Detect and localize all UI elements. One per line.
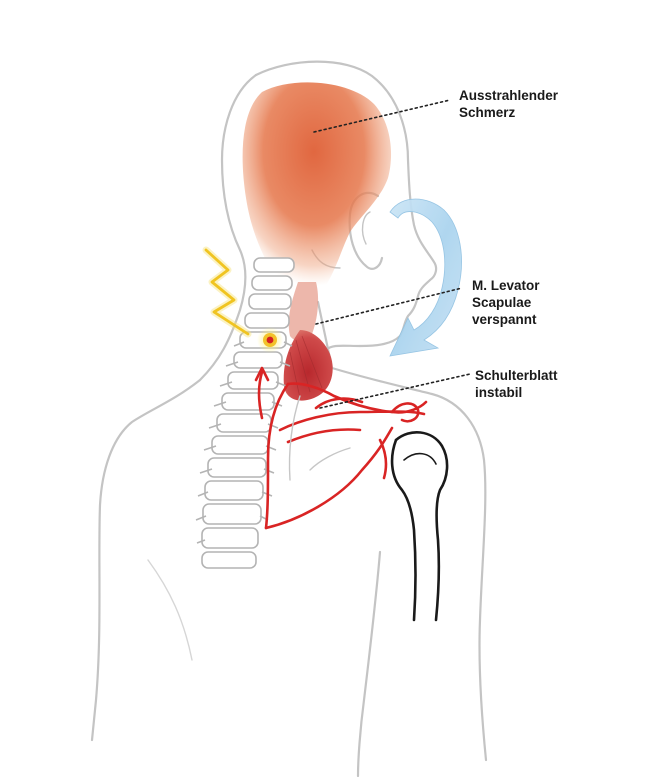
leader-line-levator bbox=[315, 287, 463, 325]
label-scapula-unstable-line2: instabil bbox=[475, 385, 523, 400]
spine bbox=[195, 257, 295, 569]
label-scapula-unstable: Schulterblatt instabil bbox=[475, 367, 558, 401]
lightning-bolt-icon bbox=[202, 246, 252, 338]
leader-line-pain bbox=[313, 99, 451, 133]
body-outline bbox=[90, 60, 488, 777]
label-levator-scapulae: M. Levator Scapulae verspannt bbox=[472, 277, 540, 328]
label-radiating-pain-line1: Ausstrahlender bbox=[459, 88, 559, 103]
scapula-outline bbox=[254, 366, 428, 530]
rotation-arrow-icon bbox=[389, 198, 462, 357]
leader-lines bbox=[313, 99, 471, 409]
label-levator-scapulae-line1: M. Levator bbox=[472, 278, 540, 293]
label-scapula-unstable-line1: Schulterblatt bbox=[475, 368, 558, 383]
trigger-point-icon bbox=[257, 327, 283, 353]
pain-area bbox=[242, 82, 392, 300]
label-levator-scapulae-line3: verspannt bbox=[472, 312, 537, 327]
leader-line-scapula bbox=[319, 373, 471, 409]
label-levator-scapulae-line2: Scapulae bbox=[472, 295, 532, 310]
label-radiating-pain-line2: Schmerz bbox=[459, 105, 516, 120]
label-radiating-pain: Ausstrahlender Schmerz bbox=[459, 87, 558, 121]
humerus-bone bbox=[390, 431, 449, 622]
